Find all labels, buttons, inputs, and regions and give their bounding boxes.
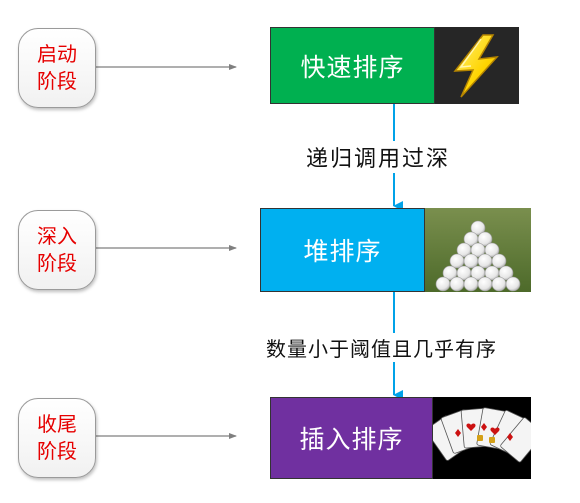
golf-ball-pyramid-image xyxy=(425,208,531,292)
phase-start-bubble: 启动 阶段 xyxy=(18,28,96,108)
phase-end-bubble: 收尾 阶段 xyxy=(18,398,96,478)
phase-start-line1: 启动 xyxy=(37,42,77,66)
heapsort-box: 堆排序 xyxy=(260,208,425,292)
transition-label-recursion-too-deep: 递归调用过深 xyxy=(302,141,455,173)
phase-deep-line1: 深入 xyxy=(37,224,77,248)
transition-label-small-and-nearly-sorted: 数量小于阈值且几乎有序 xyxy=(262,333,501,362)
playing-cards-image xyxy=(433,397,531,479)
quicksort-box: 快速排序 xyxy=(270,27,435,104)
phase-start-line2: 阶段 xyxy=(37,69,77,93)
lightning-bolt-icon xyxy=(435,27,519,104)
phase-deep-line2: 阶段 xyxy=(37,251,77,275)
phase-end-line1: 收尾 xyxy=(37,412,77,436)
phase-end-line2: 阶段 xyxy=(37,439,77,463)
phase-deep-bubble: 深入 阶段 xyxy=(18,210,96,290)
insertionsort-box: 插入排序 xyxy=(270,397,433,479)
